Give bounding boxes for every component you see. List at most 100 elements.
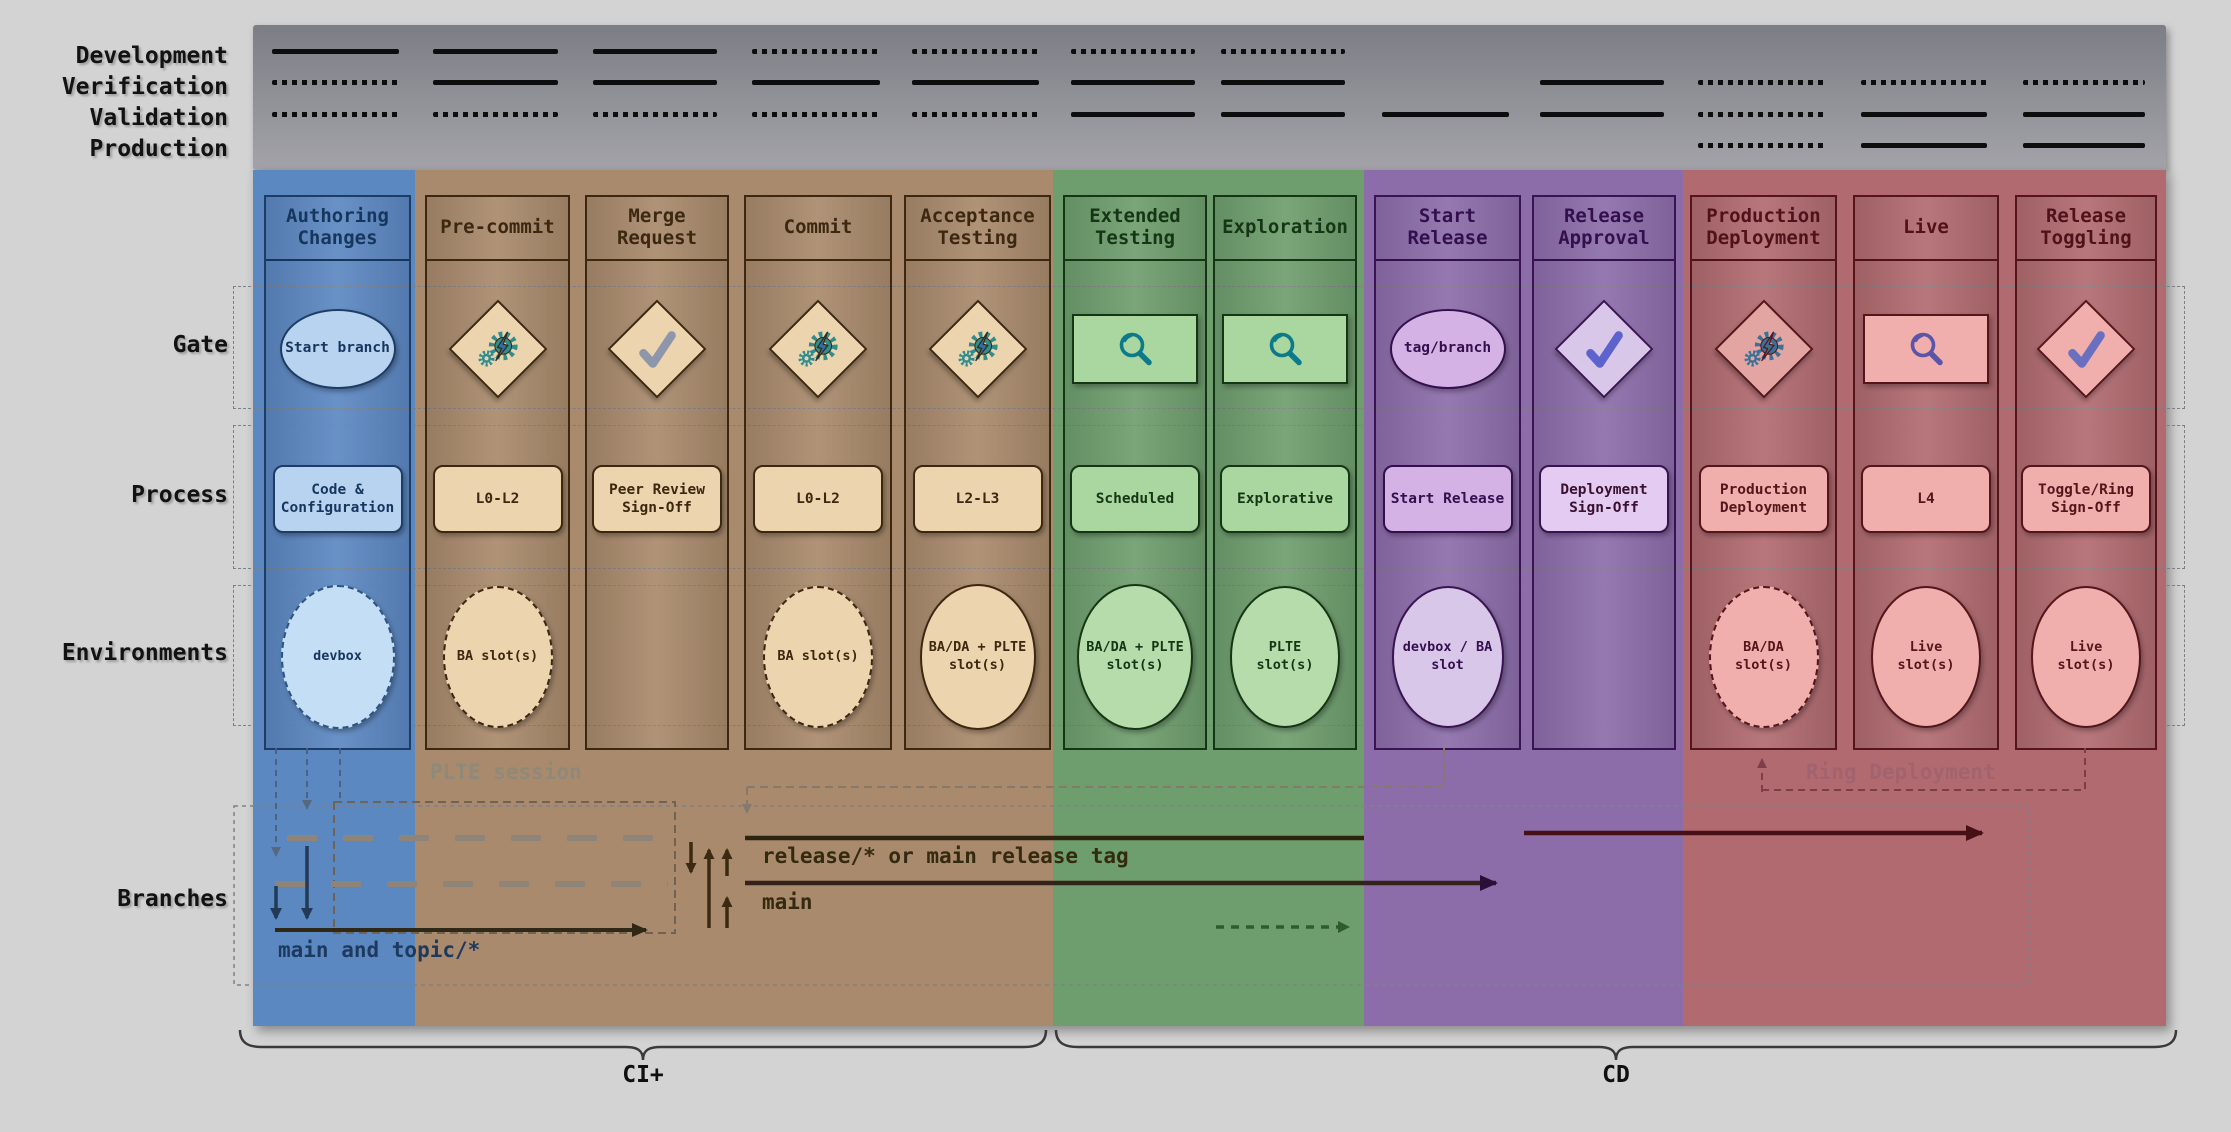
env-devbox-ba-slot: devbox / BA slot bbox=[1391, 586, 1504, 728]
column-title: Live bbox=[1855, 197, 1997, 261]
maturity-line-dotted bbox=[912, 112, 1039, 117]
column-title: Acceptance Testing bbox=[906, 197, 1049, 261]
env-plte-slots: PLTE slot(s) bbox=[1230, 586, 1340, 728]
ci-plus-label: CI+ bbox=[622, 1062, 664, 1088]
maturity-line-dotted bbox=[1698, 112, 1825, 117]
gate-observation bbox=[1863, 314, 1989, 384]
magnifier-icon bbox=[1113, 327, 1157, 371]
automation-gears-icon bbox=[955, 326, 1001, 372]
magnifier-icon bbox=[1263, 327, 1307, 371]
main-and-topic-label: main and topic/* bbox=[278, 938, 481, 962]
plte-session-label: PLTE session bbox=[430, 760, 582, 784]
process-peer-review: Peer Review Sign-Off bbox=[592, 465, 722, 533]
process-deployment-signoff: Deployment Sign-Off bbox=[1539, 465, 1669, 533]
gate-manual-signoff bbox=[2036, 299, 2136, 399]
automation-gears-icon bbox=[1741, 326, 1787, 372]
release-branch-label: release/* or main release tag bbox=[762, 844, 1129, 868]
column-start-release: Start Release tag/branch Start Release d… bbox=[1374, 195, 1521, 750]
gate-manual-signoff bbox=[1554, 299, 1654, 399]
maturity-line-solid bbox=[1071, 112, 1195, 117]
process-l0-l2: L0-L2 bbox=[753, 465, 883, 533]
manual-check-icon bbox=[2063, 326, 2109, 372]
process-l4: L4 bbox=[1861, 465, 1991, 533]
maturity-line-solid bbox=[1861, 143, 1987, 148]
maturity-line-dotted bbox=[272, 112, 399, 117]
maturity-line-solid bbox=[1540, 112, 1664, 117]
maturity-line-dotted bbox=[752, 112, 880, 117]
maturity-line-dotted bbox=[1071, 49, 1195, 54]
process-l2-l3: L2-L3 bbox=[912, 465, 1043, 533]
maturity-line-dotted bbox=[912, 49, 1039, 54]
maturity-line-solid bbox=[1861, 112, 1987, 117]
column-merge-request: Merge Request Peer Review Sign-Off bbox=[585, 195, 729, 750]
gate-automated bbox=[768, 299, 868, 399]
environments-row-frame bbox=[233, 585, 2185, 726]
column-title: Commit bbox=[746, 197, 890, 261]
process-row-frame bbox=[233, 425, 2185, 569]
gate-manual-signoff bbox=[607, 299, 707, 399]
gate-observation bbox=[1222, 314, 1348, 384]
process-production-deployment: Production Deployment bbox=[1698, 465, 1829, 533]
env-live-slots: Live slot(s) bbox=[1871, 586, 1981, 728]
maturity-label-validation: Validation bbox=[89, 105, 228, 131]
column-title: Pre-commit bbox=[427, 197, 568, 261]
maturity-line-dotted bbox=[1698, 80, 1825, 85]
maturity-line-dotted bbox=[2023, 80, 2145, 85]
row-label-gate: Gate bbox=[172, 332, 228, 358]
column-release-approval: Release Approval Deployment Sign-Off bbox=[1532, 195, 1676, 750]
process-explorative: Explorative bbox=[1220, 465, 1350, 533]
maturity-line-dotted bbox=[593, 112, 717, 117]
process-start-release: Start Release bbox=[1382, 465, 1513, 533]
column-exploration: Exploration Explorative PLTE slot(s) bbox=[1213, 195, 1357, 750]
row-label-process: Process bbox=[131, 482, 228, 508]
env-bada-plte-slots: BA/DA + PLTE slot(s) bbox=[919, 584, 1036, 730]
column-release-toggling: Release Toggling Toggle/Ring Sign-Off Li… bbox=[2015, 195, 2157, 750]
maturity-line-dotted bbox=[1861, 80, 1987, 85]
column-title: Release Toggling bbox=[2017, 197, 2155, 261]
ring-deployment-label: Ring Deployment bbox=[1806, 760, 1996, 784]
maturity-line-solid bbox=[433, 80, 558, 85]
maturity-line-dotted bbox=[272, 80, 399, 85]
maturity-label-development: Development bbox=[75, 43, 228, 69]
column-title: Extended Testing bbox=[1065, 197, 1205, 261]
maturity-label-production: Production bbox=[89, 136, 228, 162]
gate-automated bbox=[1714, 299, 1813, 399]
gate-automated bbox=[928, 299, 1027, 399]
env-ba-slots: BA slot(s) bbox=[442, 586, 553, 728]
env-bada-plte-slots: BA/DA + PLTE slot(s) bbox=[1077, 584, 1193, 730]
row-label-branches: Branches bbox=[117, 886, 228, 912]
maturity-line-solid bbox=[752, 80, 880, 85]
main-branch-label: main bbox=[762, 890, 813, 914]
automation-gears-icon bbox=[795, 326, 841, 372]
process-l0-l2: L0-L2 bbox=[432, 465, 563, 533]
maturity-line-solid bbox=[1540, 80, 1664, 85]
maturity-line-dotted bbox=[433, 112, 558, 117]
column-title: Release Approval bbox=[1534, 197, 1674, 261]
gate-tag-branch: tag/branch bbox=[1389, 309, 1506, 389]
column-title: Start Release bbox=[1376, 197, 1519, 261]
magnifier-icon bbox=[1904, 327, 1948, 371]
gate-automated bbox=[448, 299, 547, 399]
column-extended-testing: Extended Testing Scheduled BA/DA + PLTE … bbox=[1063, 195, 1207, 750]
column-authoring-changes: Authoring Changes Start branch Code & Co… bbox=[264, 195, 411, 750]
automation-gears-icon bbox=[475, 326, 521, 372]
column-production-deployment: Production Deployment Production Deploym… bbox=[1690, 195, 1837, 750]
maturity-line-solid bbox=[1221, 112, 1345, 117]
maturity-line-dotted bbox=[1698, 143, 1825, 148]
maturity-line-solid bbox=[1382, 112, 1509, 117]
maturity-line-solid bbox=[2023, 112, 2145, 117]
column-live: Live L4 Live slot(s) bbox=[1853, 195, 1999, 750]
gate-start-branch: Start branch bbox=[279, 309, 396, 389]
maturity-line-solid bbox=[912, 80, 1039, 85]
column-title: Authoring Changes bbox=[266, 197, 409, 261]
maturity-line-solid bbox=[2023, 143, 2145, 148]
maturity-band bbox=[253, 25, 2166, 170]
maturity-line-solid bbox=[272, 49, 399, 54]
manual-check-icon bbox=[1581, 326, 1627, 372]
maturity-label-verification: Verification bbox=[61, 74, 228, 100]
maturity-line-dotted bbox=[752, 49, 880, 54]
column-pre-commit: Pre-commit L0-L2 BA slot(s) bbox=[425, 195, 570, 750]
column-acceptance-testing: Acceptance Testing L2-L3 BA/DA + PLTE sl… bbox=[904, 195, 1051, 750]
gate-observation bbox=[1072, 314, 1198, 384]
manual-check-icon bbox=[634, 326, 680, 372]
